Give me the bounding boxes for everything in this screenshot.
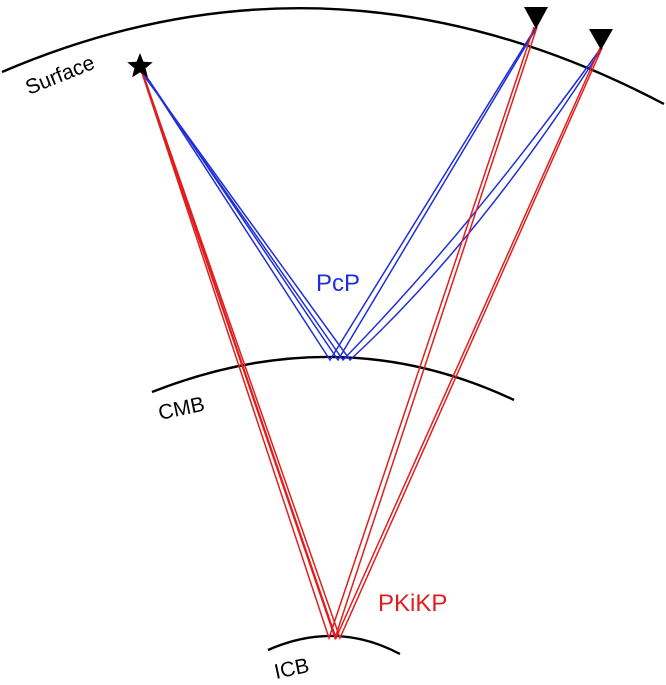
icb-label: ICB [272,654,311,684]
pkikp-ray-3 [140,47,601,641]
receiver-2-inverted-triangle-icon [589,29,613,50]
icb-boundary [267,634,401,656]
source-star-icon [127,53,153,78]
pkikp-rays [139,26,603,641]
pkikp-ray-4 [140,47,603,641]
pkikp-label: PKiKP [378,590,447,617]
pcp-label: PcP [316,270,360,297]
pcp-rays [139,26,603,362]
pkikp-ray-2 [139,26,538,641]
receiver-1-inverted-triangle-icon [524,7,548,29]
pcp-ray-1 [139,26,537,362]
pcp-ray-4 [139,47,603,362]
pkikp-ray-1 [139,26,535,641]
cmb-label: CMB [156,393,206,425]
pcp-ray-3 [139,47,602,362]
surface-boundary [1,6,665,106]
